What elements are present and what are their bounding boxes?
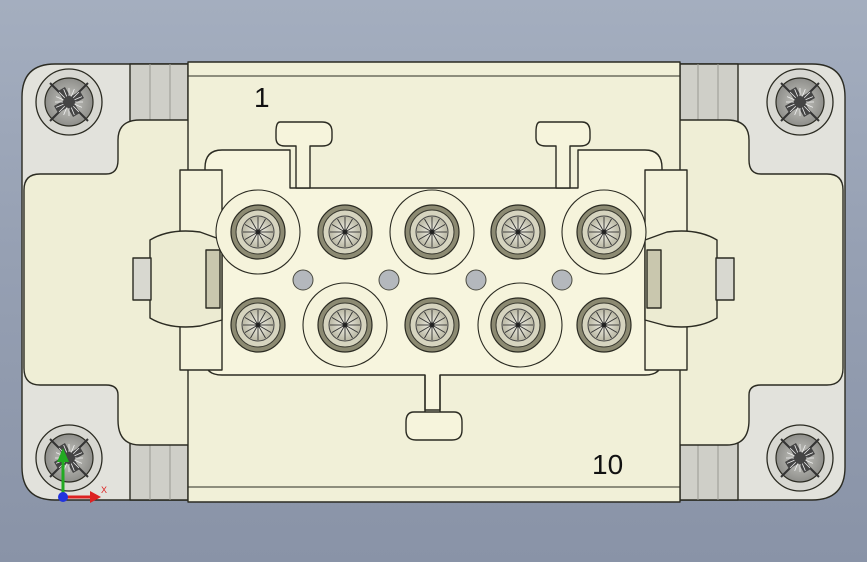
contact-pin-icon (490, 204, 546, 260)
pin-number-last-label: 10 (592, 449, 624, 480)
guide-holes (292, 269, 573, 291)
contact-pin-icon (230, 297, 286, 353)
coordinate-triad-icon (57, 448, 101, 503)
phillips-screw-icon (35, 424, 103, 492)
pin-number-first-label: 1 (254, 82, 270, 113)
housing-lobe-left (23, 119, 211, 446)
insert-outline (204, 149, 663, 411)
latch-tab-left (132, 257, 152, 301)
latch-tab-right (715, 257, 735, 301)
phillips-screw-icon (766, 424, 834, 492)
contact-pin-icon (576, 204, 632, 260)
contact-pin-icon (404, 297, 460, 353)
contact-pins (230, 204, 632, 353)
contact-pin-icon (317, 204, 373, 260)
housing-lobe-right (656, 119, 844, 446)
phillips-screw-icon (35, 68, 103, 136)
coding-key-top-left (275, 121, 333, 189)
coding-key-top-right (535, 121, 591, 189)
contact-pin-icon (404, 204, 460, 260)
contact-pin-icon (576, 297, 632, 353)
contact-pin-icon (230, 204, 286, 260)
axis-x-label: X (101, 485, 108, 495)
contact-pin-icon (317, 297, 373, 353)
phillips-screw-icon (766, 68, 834, 136)
contact-pin-icon (490, 297, 546, 353)
mounting-screws (35, 68, 834, 492)
coding-key-bottom (405, 411, 463, 441)
